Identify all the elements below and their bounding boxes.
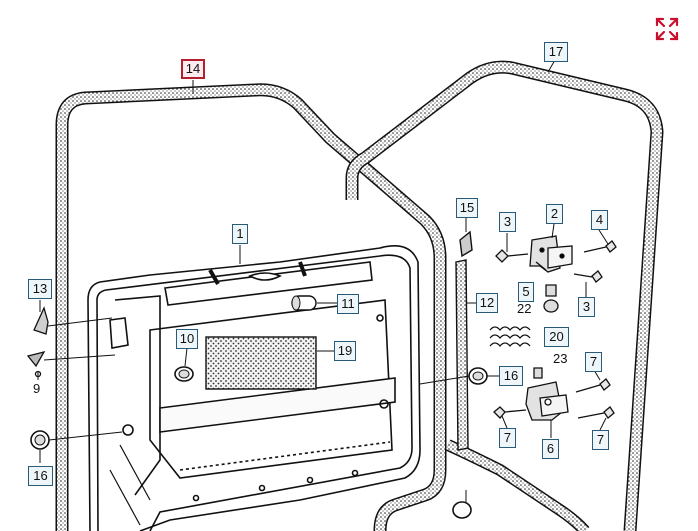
- callout-7-left[interactable]: 7: [499, 428, 516, 448]
- callout-7-upper[interactable]: 7: [585, 352, 602, 372]
- callout-16-left[interactable]: 16: [28, 466, 53, 486]
- callout-5[interactable]: 5: [518, 282, 534, 302]
- callout-2[interactable]: 2: [546, 204, 563, 224]
- callout-10[interactable]: 10: [176, 329, 198, 349]
- sound-pad-19: [205, 336, 317, 390]
- door-seal-14: [55, 83, 447, 531]
- leader-lines: [37, 59, 609, 503]
- callout-11[interactable]: 11: [337, 294, 359, 314]
- upper-hinge-2: [529, 235, 573, 313]
- callout-15[interactable]: 15: [456, 198, 478, 218]
- callout-20[interactable]: 20: [544, 327, 569, 347]
- callout-6[interactable]: 6: [542, 439, 559, 459]
- bolts: [493, 240, 617, 419]
- lower-hinge-6: [525, 367, 569, 421]
- label-9: 9: [33, 381, 41, 396]
- callout-3-upper[interactable]: 3: [499, 212, 516, 232]
- label-23: 23: [553, 351, 568, 366]
- door-seal-17: [345, 60, 664, 531]
- callout-17[interactable]: 17: [544, 42, 568, 62]
- clip-13: [33, 306, 49, 335]
- grommet-16-right: [468, 367, 488, 385]
- callout-1[interactable]: 1: [232, 224, 248, 244]
- grommet-16-left: [30, 430, 50, 450]
- callout-3-lower[interactable]: 3: [578, 297, 595, 317]
- callout-12[interactable]: 12: [476, 293, 498, 313]
- callout-16-right[interactable]: 16: [499, 366, 523, 386]
- callout-19[interactable]: 19: [334, 341, 356, 361]
- grommet-bottom: [452, 501, 472, 519]
- coil-20: [489, 326, 531, 348]
- callout-7-right[interactable]: 7: [592, 430, 609, 450]
- expand-arrows-icon[interactable]: [654, 16, 680, 42]
- plug-10: [174, 366, 194, 382]
- clip-9: [26, 350, 46, 378]
- callout-13[interactable]: 13: [28, 279, 52, 299]
- callout-4[interactable]: 4: [591, 210, 608, 230]
- label-22-upper: 22: [517, 301, 532, 316]
- guide-15-12: [455, 230, 473, 451]
- callout-14[interactable]: 14: [181, 59, 205, 79]
- bumper-11: [291, 295, 317, 311]
